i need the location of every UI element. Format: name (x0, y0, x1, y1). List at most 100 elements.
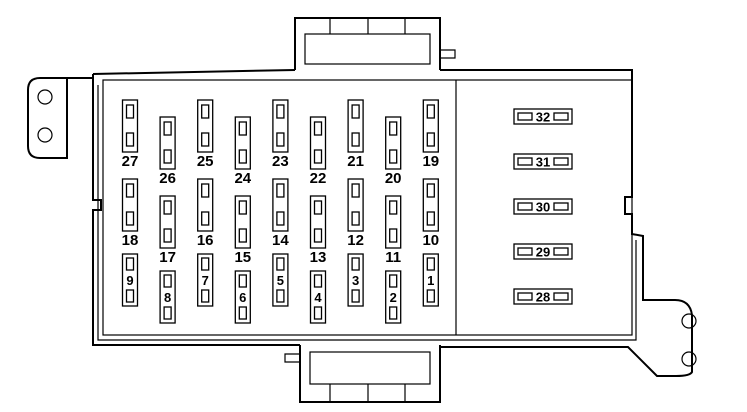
fuse-terminal (426, 104, 435, 119)
fuse-terminal (553, 202, 569, 211)
fuse-terminal (201, 289, 210, 303)
fuse-terminal (163, 274, 172, 288)
fuse-terminal (517, 112, 533, 121)
fuse-terminal (276, 289, 285, 303)
fuse-22: 22 (310, 116, 326, 187)
fuse-terminal (517, 157, 533, 166)
fuse-terminal (389, 306, 398, 320)
fuse-terminal (426, 211, 435, 226)
fuse-21: 21 (347, 99, 364, 170)
fuse-terminal (125, 132, 135, 147)
fuse-29: 29 (513, 243, 573, 260)
fuse-terminal (313, 200, 323, 215)
fuse-label: 20 (385, 170, 402, 187)
mounting-hole (681, 313, 697, 329)
fuse-label: 1 (427, 273, 434, 288)
fuse-label: 11 (385, 249, 401, 266)
fuse-3: 3 (347, 253, 364, 307)
fuse-terminal (163, 200, 172, 215)
fuse-terminal (238, 200, 247, 215)
fuse-terminal (125, 211, 135, 226)
fuse-label: 13 (310, 249, 327, 266)
fuse-label: 27 (122, 153, 139, 170)
fuse-label: 9 (126, 273, 133, 288)
fuse-terminal (276, 104, 285, 119)
fuse-label: 21 (347, 153, 364, 170)
fuse-27: 27 (122, 99, 139, 170)
fuse-label: 12 (347, 232, 364, 249)
fuse-25: 25 (197, 99, 214, 170)
fuse-terminal (201, 257, 210, 271)
fuse-12: 12 (347, 178, 364, 249)
fuse-terminal (125, 257, 135, 271)
fuse-label: 18 (122, 232, 139, 249)
fuse-terminal (389, 200, 398, 215)
fuse-terminal (125, 104, 135, 119)
fuse-terminal (313, 306, 323, 320)
fuse-label: 17 (159, 249, 176, 266)
bottom-connector (284, 345, 441, 403)
fuse-terminal (351, 132, 360, 147)
fuse-23: 23 (272, 99, 289, 170)
fuse-terminal (426, 132, 435, 147)
fuse-terminal (351, 257, 360, 271)
fuse-5: 5 (272, 253, 289, 307)
fuse-terminal (276, 183, 285, 198)
fuse-terminal (163, 121, 172, 136)
fuse-9: 9 (121, 253, 139, 307)
fuse-label: 25 (197, 153, 214, 170)
fuse-label: 32 (536, 110, 550, 125)
fuse-terminal (553, 157, 569, 166)
housing-outline (27, 17, 697, 403)
fuse-terminal (389, 228, 398, 243)
fuse-2: 2 (385, 270, 402, 324)
fuses: 2726252423222120191817161514131211109876… (121, 99, 573, 324)
fuse-terminal (351, 289, 360, 303)
fuse-terminal (313, 228, 323, 243)
fuse-terminal (163, 306, 172, 320)
fuse-20: 20 (385, 116, 402, 187)
fuse-16: 16 (197, 178, 214, 249)
mounting-hole (681, 351, 697, 367)
fuse-terminal (553, 112, 569, 121)
fuse-13: 13 (310, 195, 327, 266)
fuse-terminal (238, 228, 247, 243)
fuse-17: 17 (159, 195, 176, 266)
fuse-terminal (517, 292, 533, 301)
fuse-label: 16 (197, 232, 214, 249)
fuse-terminal (163, 228, 172, 243)
fuse-terminal (426, 183, 435, 198)
fuse-terminal (125, 289, 135, 303)
fuse-label: 14 (272, 232, 289, 249)
fuse-label: 4 (314, 290, 322, 305)
fuse-terminal (238, 149, 247, 164)
fuse-label: 23 (272, 153, 289, 170)
fuse-terminal (201, 104, 210, 119)
fuse-terminal (201, 211, 210, 226)
fuse-terminal (276, 132, 285, 147)
fuse-label: 24 (234, 170, 251, 187)
fuse-6: 6 (234, 270, 251, 324)
fuse-label: 7 (202, 273, 209, 288)
fuse-label: 10 (422, 232, 439, 249)
fuse-terminal (276, 211, 285, 226)
fuse-terminal (163, 149, 172, 164)
fuse-terminal (351, 211, 360, 226)
fuse-terminal (389, 274, 398, 288)
fuse-label: 2 (390, 290, 397, 305)
fuse-terminal (553, 292, 569, 301)
fuse-terminal (517, 247, 533, 256)
fuse-terminal (351, 183, 360, 198)
fuse-label: 28 (536, 290, 550, 305)
fuse-18: 18 (122, 178, 139, 249)
fuse-label: 19 (422, 153, 439, 170)
fuse-terminal (313, 121, 323, 136)
fuse-terminal (351, 104, 360, 119)
fuse-terminal (238, 306, 247, 320)
fuse-30: 30 (513, 198, 573, 215)
fuse-label: 6 (239, 290, 246, 305)
fuse-11: 11 (385, 195, 402, 266)
fuse-label: 31 (536, 155, 550, 170)
mounting-hole (37, 89, 53, 105)
